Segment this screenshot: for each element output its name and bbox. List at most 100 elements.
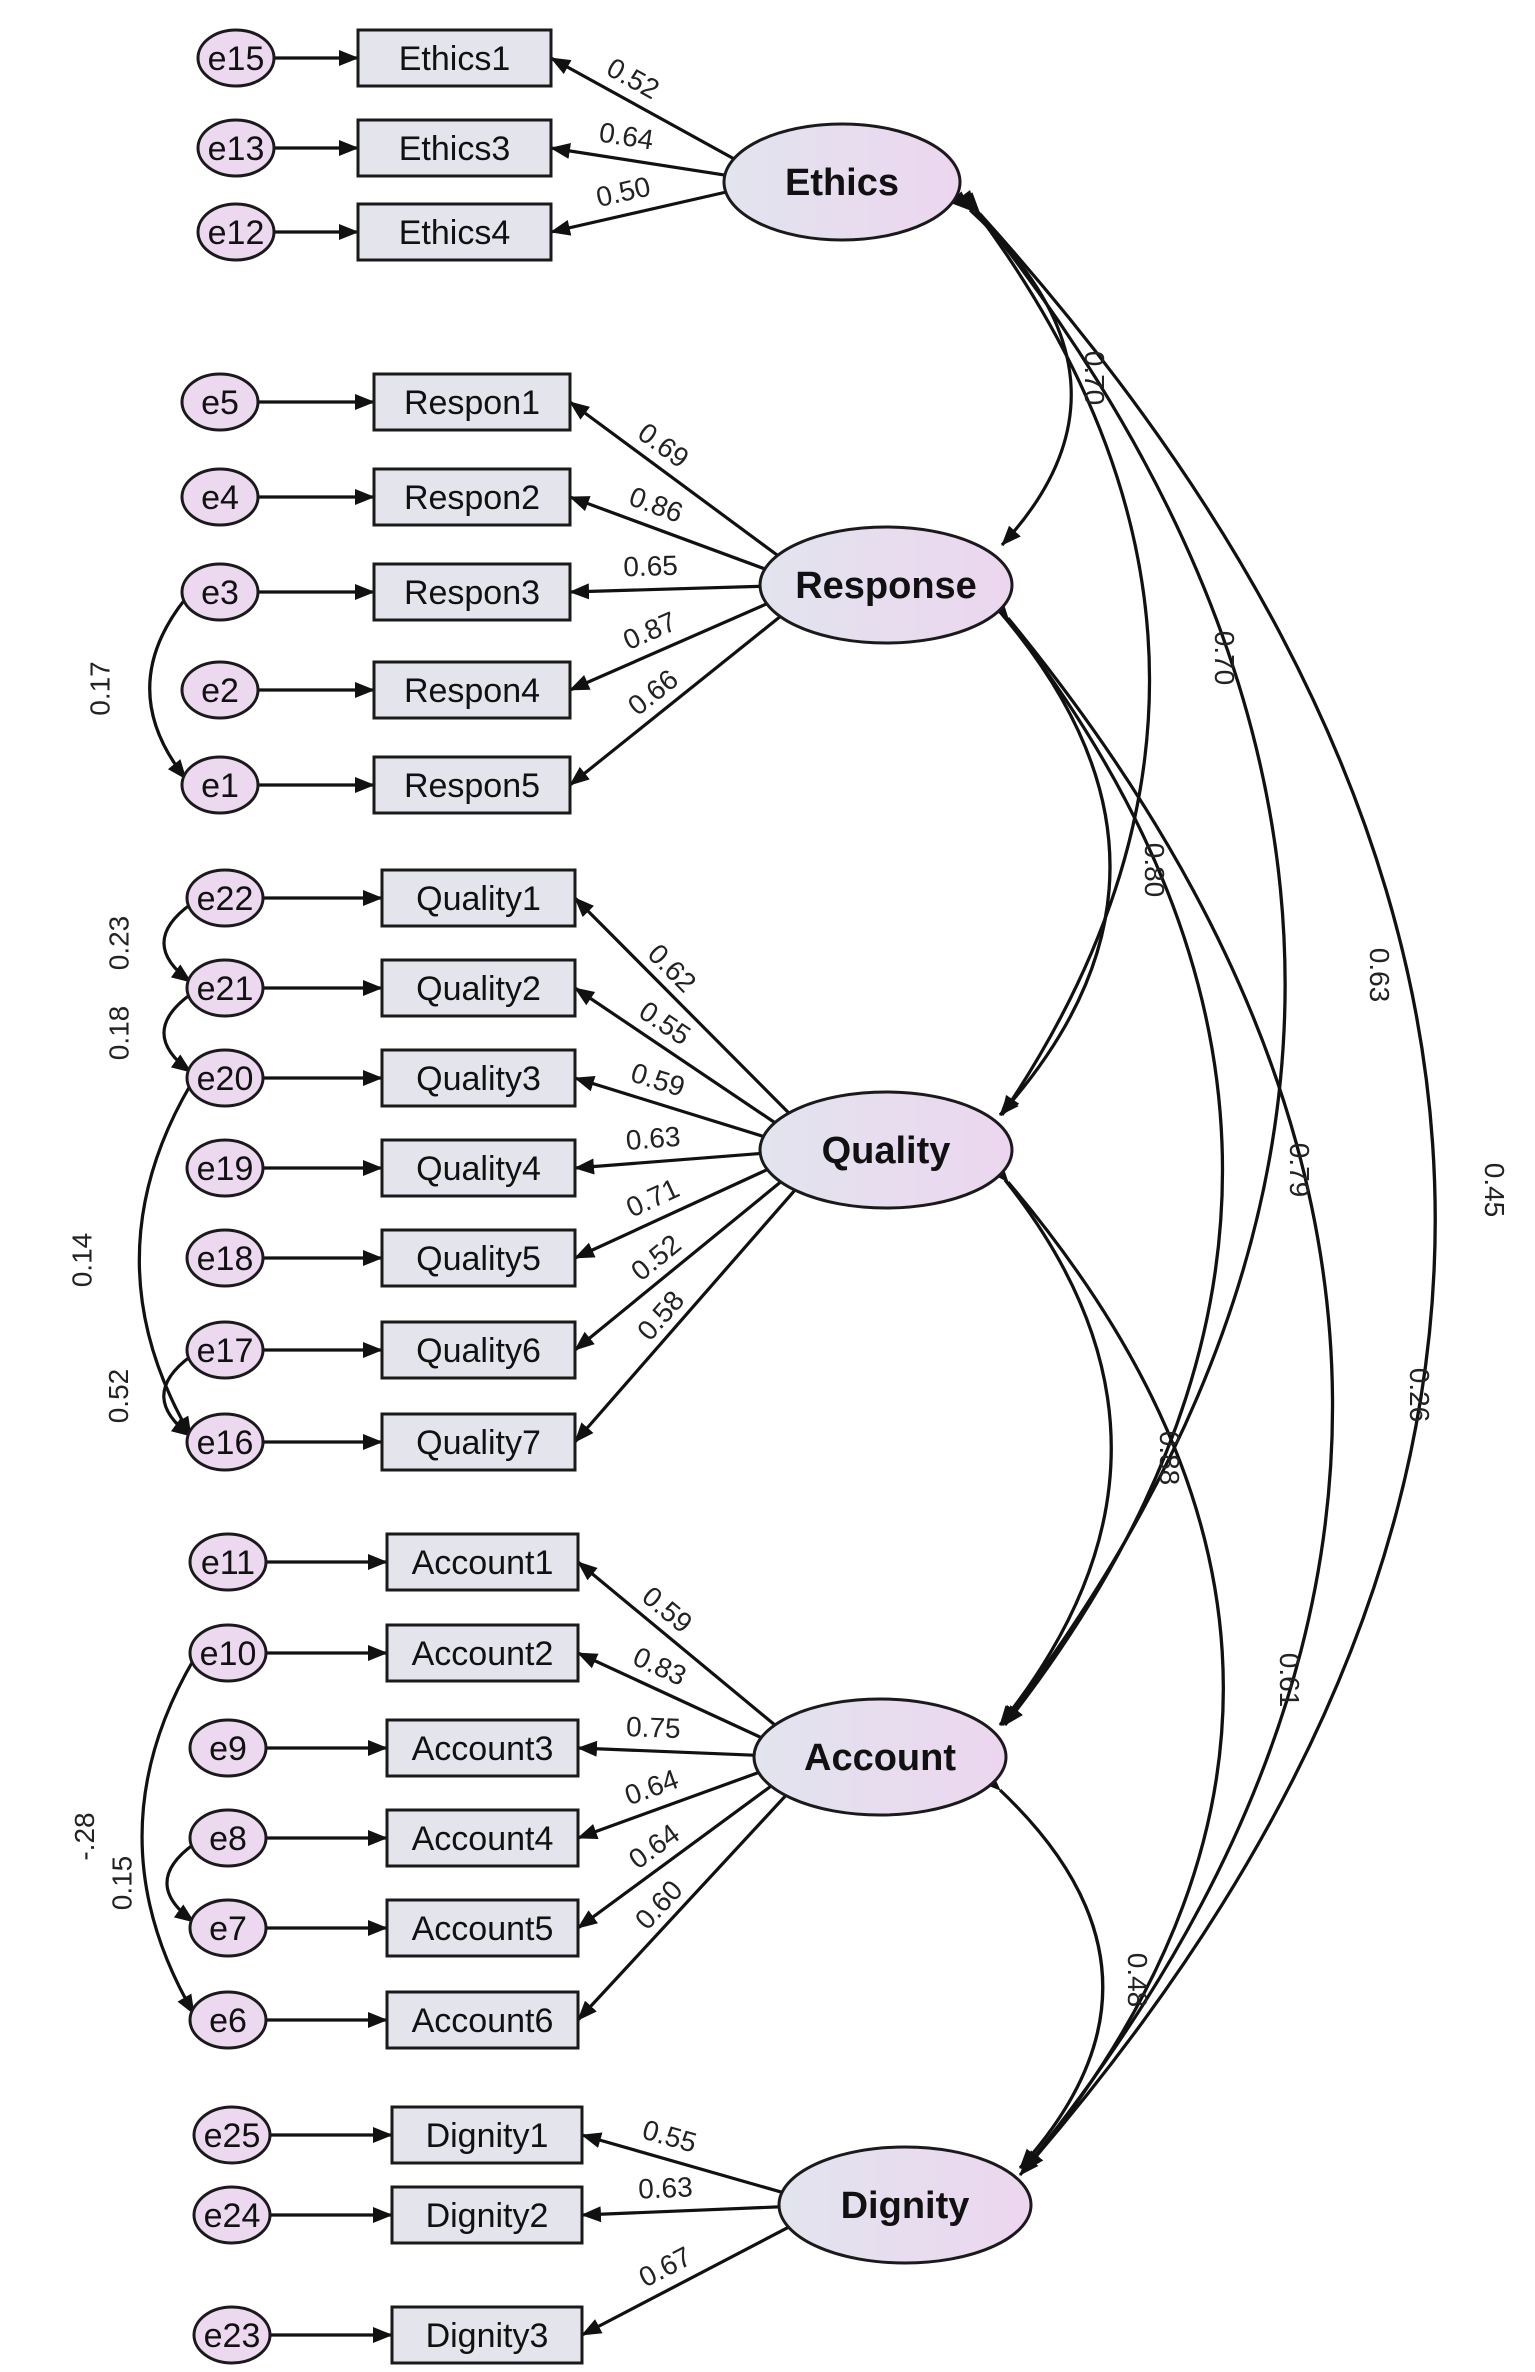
error-label: e21 <box>197 970 254 1008</box>
error-label: e15 <box>208 40 265 78</box>
indicator-label: Quality3 <box>416 1060 541 1098</box>
error-label: e3 <box>201 574 239 612</box>
indicator-label: Account4 <box>412 1820 554 1858</box>
indicator-ethics1: Ethics1 <box>356 28 553 88</box>
indicator-respon5: Respon5 <box>372 755 572 815</box>
indicator-box <box>356 28 553 88</box>
indicator-box <box>385 1532 580 1592</box>
error-label: e23 <box>204 2317 261 2355</box>
loading-value-ethics4: 0.50 <box>593 171 653 213</box>
indicator-box <box>380 958 577 1018</box>
indicator-dignity3: Dignity3 <box>390 2305 584 2365</box>
loading-value-quality2: 0.55 <box>634 995 697 1051</box>
error-ellipse <box>185 1412 265 1472</box>
covariance-arc-quality-account <box>986 1160 1113 1726</box>
error-ellipse <box>188 1898 268 1958</box>
error-ellipse <box>196 118 276 178</box>
error-ellipse <box>185 1320 265 1380</box>
covariance-value-response-account: 0.79 <box>1284 1143 1315 1198</box>
indicator-box <box>390 2185 584 2245</box>
covariance-value-ethics-quality: 0.70 <box>1209 631 1240 686</box>
indicator-box <box>380 1412 577 1472</box>
indicator-dignity1: Dignity1 <box>390 2105 584 2165</box>
error-ellipse <box>185 868 265 928</box>
indicator-box <box>372 467 572 527</box>
indicator-label: Respon3 <box>404 574 540 612</box>
indicator-box <box>385 1898 580 1958</box>
error-ellipse <box>188 1808 268 1868</box>
error-e25: e25 <box>192 2105 272 2165</box>
loading-value-quality4: 0.63 <box>625 1121 682 1156</box>
error-e21: e21 <box>185 958 265 1018</box>
error-covariance-e8-e7 <box>165 1826 215 1924</box>
loading-path-respon4 <box>569 601 770 692</box>
indicator-box <box>372 755 572 815</box>
latent-label: Response <box>795 565 977 607</box>
covariance-value-ethics-dignity: 0.45 <box>1479 1163 1510 1218</box>
error-e8: e8 <box>188 1808 268 1868</box>
indicator-respon4: Respon4 <box>372 660 572 720</box>
indicator-quality2: Quality2 <box>380 958 577 1018</box>
loading-value-respon1: 0.69 <box>632 417 694 474</box>
error-e12: e12 <box>196 202 276 262</box>
error-label: e19 <box>197 1150 254 1188</box>
error-label: e13 <box>208 130 265 168</box>
error-ellipse <box>180 660 260 720</box>
error-ellipse <box>188 1990 268 2050</box>
indicator-label: Quality4 <box>416 1150 541 1188</box>
loading-value-quality6: 0.52 <box>625 1228 687 1286</box>
error-ellipse <box>185 1228 265 1288</box>
loading-path-dignity2 <box>581 2205 782 2223</box>
indicator-label: Quality6 <box>416 1332 541 1370</box>
error-label: e12 <box>208 214 265 252</box>
loading-path-account3 <box>577 1740 757 1757</box>
indicator-account4: Account4 <box>385 1808 580 1868</box>
covariance-value-response-quality: 0.80 <box>1139 843 1170 898</box>
loading-value-ethics3: 0.64 <box>597 117 656 156</box>
loading-path-respon1 <box>569 400 781 558</box>
covariance-arc-ethics-dignity <box>961 194 1437 2177</box>
error-covariance-e17-e16 <box>162 1338 212 1438</box>
indicator-label: Respon4 <box>404 672 540 710</box>
indicator-quality7: Quality7 <box>380 1412 577 1472</box>
loading-value-respon3: 0.65 <box>623 550 678 583</box>
indicator-box <box>380 1138 577 1198</box>
error-ellipse <box>180 562 260 622</box>
error-label: e5 <box>201 384 239 422</box>
latent-dignity: Dignity <box>777 2145 1033 2265</box>
error-covariance-value-e20-e16: 0.14 <box>66 1233 97 1288</box>
loading-value-respon4: 0.87 <box>619 606 681 656</box>
error-e18: e18 <box>185 1228 265 1288</box>
loading-path-ethics3 <box>550 143 728 177</box>
loading-path-account5 <box>577 1783 774 1930</box>
loading-path-quality6 <box>573 1179 784 1352</box>
indicator-respon2: Respon2 <box>372 467 572 527</box>
latent-ellipse <box>722 122 962 242</box>
loading-path-respon3 <box>569 583 763 600</box>
error-label: e25 <box>204 2117 261 2155</box>
error-e9: e9 <box>188 1718 268 1778</box>
error-ellipse <box>185 1138 265 1198</box>
indicator-box <box>385 1990 580 2050</box>
latent-ellipse <box>758 525 1014 645</box>
error-e17: e17 <box>185 1320 265 1380</box>
covariance-value-account-dignity: 0.48 <box>1122 1953 1153 2008</box>
covariance-arc-response-account <box>986 596 1224 1726</box>
loading-path-quality7 <box>573 1187 798 1444</box>
error-covariance-value-e22-e21: 0.23 <box>103 916 134 971</box>
error-e3: e3 <box>180 562 260 622</box>
error-e5: e5 <box>180 372 260 432</box>
error-ellipse <box>192 2305 272 2365</box>
error-ellipse <box>188 1623 268 1683</box>
loading-path-account6 <box>576 1793 789 2022</box>
latent-ellipse <box>752 1697 1008 1817</box>
loading-path-quality3 <box>574 1075 767 1139</box>
error-e1: e1 <box>180 755 260 815</box>
indicator-label: Respon1 <box>404 384 540 422</box>
error-covariance-value-e8-e7: 0.15 <box>106 1856 137 1911</box>
error-label: e11 <box>201 1544 255 1582</box>
indicator-box <box>380 1048 577 1108</box>
indicator-account2: Account2 <box>385 1623 580 1683</box>
indicator-label: Respon2 <box>404 479 540 517</box>
